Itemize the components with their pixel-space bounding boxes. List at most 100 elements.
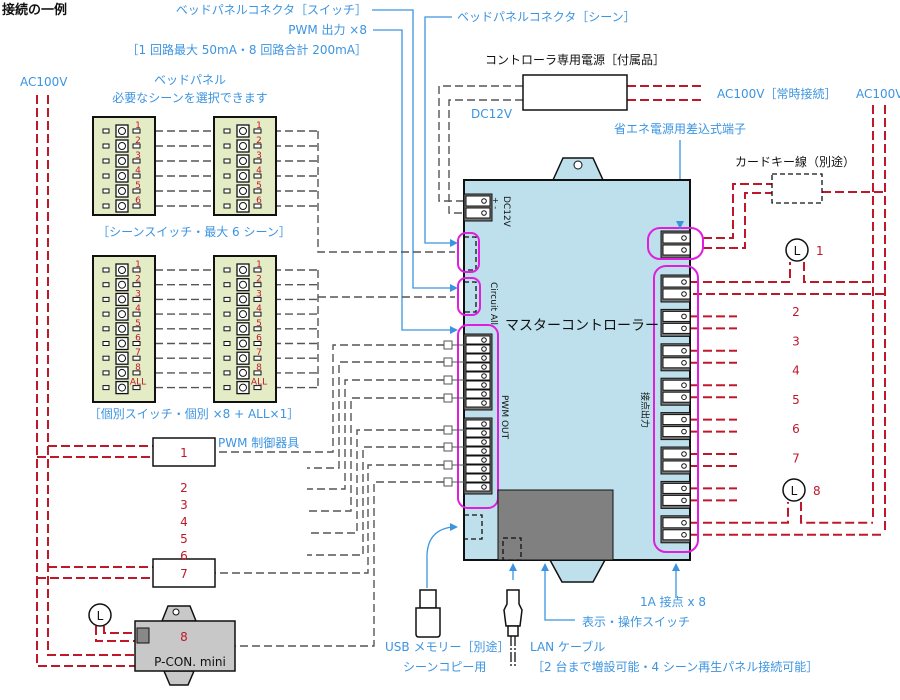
panel-switch-number: 3: [256, 151, 262, 161]
switch-button: [236, 380, 250, 395]
scene-switch-label: ［シーンスイッチ・最大 6 シーン］: [97, 225, 291, 239]
panel-switch-number: 1: [135, 121, 141, 131]
switch-button: [115, 154, 129, 168]
terminal-screw-icon: [481, 373, 487, 379]
usb-plug-icon: [419, 589, 437, 609]
switch-button: [236, 263, 250, 277]
mount-hole-icon: [172, 608, 180, 616]
pcon-box: [134, 620, 236, 672]
terminal: [662, 244, 691, 256]
panel-terminal: [132, 296, 141, 302]
terminal-screw-icon: [681, 247, 687, 253]
pwm-output-callout: [373, 29, 455, 331]
terminal-screw-icon: [481, 400, 487, 406]
panel-switch-number: 6: [256, 334, 262, 344]
pcon-label: P-CON. mini: [154, 655, 226, 669]
panel-terminal: [223, 267, 231, 273]
panel-switch-number: ALL: [130, 378, 146, 388]
switch-button-icon: [239, 354, 247, 363]
switch-button-icon: [118, 187, 126, 195]
arrow-head-icon: [509, 563, 517, 571]
arrow-head-icon: [672, 563, 680, 571]
panel-terminal: [223, 143, 231, 149]
panel-terminal: [132, 370, 141, 376]
panel-terminal: [102, 158, 110, 164]
terminal-screw-icon: [481, 337, 487, 343]
panel-terminal: [102, 296, 110, 302]
switch-button-icon: [239, 383, 247, 392]
terminal-screw-icon: [681, 451, 687, 457]
terminal: [465, 207, 491, 219]
panel-switch-number: 4: [256, 304, 262, 314]
terminal-screw-icon: [681, 291, 687, 297]
contact-wire: [800, 502, 873, 524]
switch-button: [236, 292, 250, 307]
switch-button-icon: [239, 127, 247, 135]
pwm-signal-wire: [307, 429, 444, 534]
terminal: [662, 322, 691, 334]
panel-terminal: [102, 385, 110, 391]
controller-dc12v-label: DC12V: [501, 196, 511, 228]
power-supply-box: [522, 74, 628, 111]
switch-button: [236, 139, 250, 153]
terminal-screw-icon: [681, 279, 687, 285]
switch-button-icon: [118, 383, 126, 392]
pwm-fixture-box: [152, 558, 216, 588]
panel-terminal: [223, 296, 231, 302]
panel-terminal: [102, 370, 110, 376]
switch-button-icon: [118, 142, 126, 150]
dc12v-label: DC12V: [471, 107, 513, 121]
contact-out-label: 接点出力: [639, 392, 651, 428]
pwm-wire-terminal: [443, 442, 453, 452]
terminal: [662, 426, 691, 438]
switch-button: [236, 154, 250, 168]
panel-terminal: [223, 203, 231, 209]
switch-button: [115, 124, 129, 138]
switch-button: [236, 199, 250, 213]
circuit-all-label: Circuit All: [488, 282, 498, 325]
terminal: [465, 446, 491, 456]
terminal: [465, 398, 491, 408]
switch-button: [115, 366, 129, 380]
terminal-screw-icon: [681, 463, 687, 469]
panel-switch-number: 1: [135, 260, 141, 270]
panel-terminal: [132, 267, 141, 273]
panel-terminal: [223, 355, 231, 361]
panel-switch-number: 6: [135, 334, 141, 344]
panel-switch-number: 4: [135, 166, 141, 176]
terminal-screw-icon: [481, 439, 487, 445]
panel-terminal: [223, 188, 231, 194]
terminal: [662, 448, 691, 460]
contact-number: 4: [792, 364, 800, 378]
terminal-screw-icon: [681, 325, 687, 332]
pwm-signal-wire: [215, 344, 444, 453]
panel-switch-number: 1: [256, 260, 262, 270]
terminal: [662, 276, 691, 288]
controller-name: マスターコントローラー: [505, 318, 659, 334]
panel-switch-number: ALL: [251, 378, 267, 388]
terminal-screw-icon: [681, 313, 687, 320]
switch-button-icon: [118, 202, 126, 210]
switch-button: [115, 278, 129, 292]
contact-number: 5: [792, 393, 800, 407]
contact-number: 8: [813, 484, 821, 498]
panel-terminal: [132, 143, 141, 149]
individual-switch-label: ［個別スイッチ・個別 ×8 + ALL×1］: [89, 407, 299, 421]
terminal-screw-icon: [481, 382, 487, 388]
terminal: [465, 335, 491, 345]
panel-switch-number: 6: [135, 196, 141, 206]
pwm-fixture-box: [152, 437, 216, 467]
pwm-signal-wire: [215, 464, 444, 574]
terminal-screw-icon: [481, 198, 487, 204]
dc12v-wire-minus: [448, 99, 523, 214]
dc12v-wire-plus: [438, 85, 523, 202]
display-switch-panel: [497, 489, 614, 561]
panel-switch-number: 2: [135, 275, 141, 285]
pwm-fixture-number: 6: [180, 549, 188, 563]
terminal: [662, 391, 691, 403]
switch-button-icon: [239, 142, 247, 150]
panel-terminal: [102, 128, 110, 134]
card-key-box: [771, 173, 823, 204]
arrow-head-icon: [450, 326, 458, 334]
